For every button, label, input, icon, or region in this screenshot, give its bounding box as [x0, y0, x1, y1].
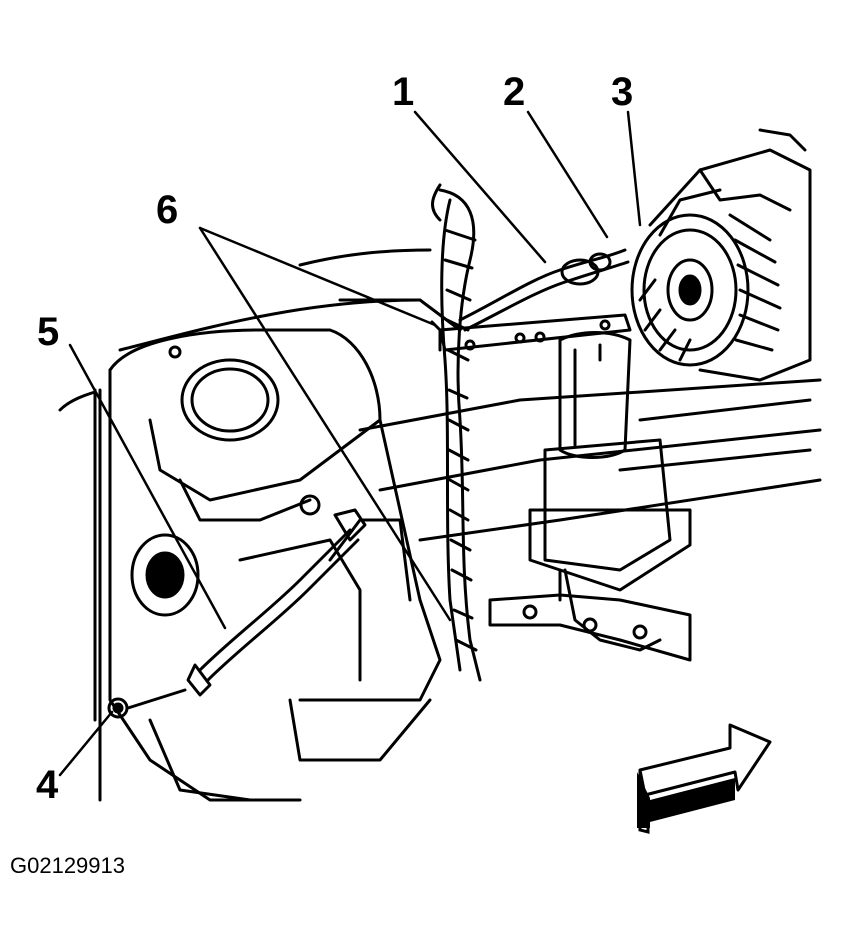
arrow-forward-icon — [637, 723, 772, 834]
callout-2: 2 — [503, 70, 526, 114]
figure-id: G02129913 — [10, 853, 125, 878]
fill-port — [180, 358, 280, 442]
radiator-support — [108, 328, 442, 802]
callout-1: 1 — [392, 70, 415, 114]
callout-3: 3 — [611, 70, 634, 114]
ground-cable — [186, 508, 367, 697]
callout-4: 4 — [36, 763, 59, 807]
wiring-harness — [431, 183, 482, 682]
frame-rail — [58, 248, 822, 802]
engine-mount — [528, 331, 692, 652]
lower-strap — [488, 593, 692, 662]
battery-cable — [458, 248, 630, 332]
side-boss — [130, 345, 321, 617]
leader-lines — [58, 110, 642, 777]
ground-bolt — [107, 688, 187, 719]
callout-5: 5 — [37, 310, 60, 354]
alternator — [630, 128, 812, 382]
callout-6: 6 — [156, 188, 179, 232]
